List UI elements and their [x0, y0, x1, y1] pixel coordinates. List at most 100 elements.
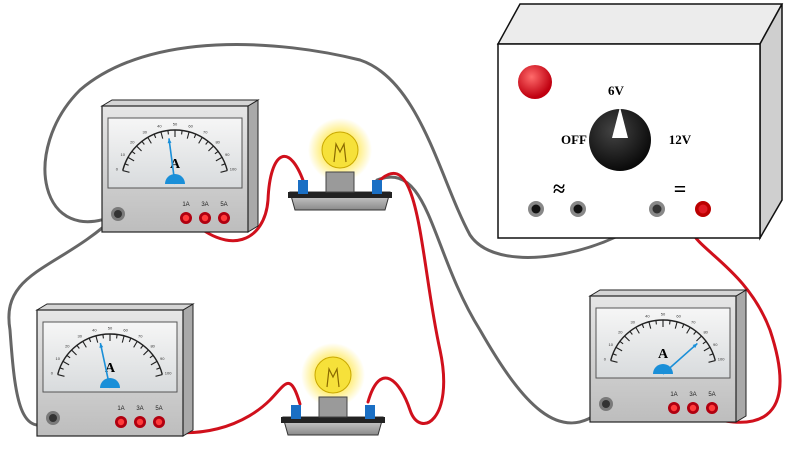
terminal-3a[interactable] [199, 212, 211, 224]
scale-label: 0 [51, 371, 54, 376]
range-label-3a: 3A [689, 392, 696, 398]
terminal-5a[interactable] [153, 416, 165, 428]
scale-tick [141, 140, 145, 145]
scale-label: 70 [691, 320, 696, 325]
gray-wire-top-loop [43, 43, 659, 259]
scale-tick [155, 374, 163, 377]
scale-tick [147, 137, 152, 144]
scale-tick [669, 320, 671, 325]
scale-label: 100 [718, 357, 725, 362]
scale-label: 50 [661, 312, 666, 317]
scale-label: 60 [123, 328, 128, 333]
scale-label: 100 [230, 167, 237, 172]
terminal-1a[interactable] [180, 212, 192, 224]
red-wire-bulb-bulb [366, 172, 446, 425]
scale-label: 80 [150, 343, 155, 348]
scale-label: 30 [143, 130, 148, 135]
scale-tick [57, 374, 65, 377]
scale-tick [160, 131, 164, 139]
scale-label: 80 [703, 329, 708, 334]
bulb-bottom [281, 343, 385, 436]
scale-tick [702, 341, 707, 345]
scale-tick [62, 360, 70, 366]
scale-tick [709, 353, 714, 356]
range-label-5a: 5A [220, 202, 227, 208]
terminal-1a[interactable] [115, 416, 127, 428]
scale-tick [655, 320, 657, 325]
bulb-top [288, 118, 392, 211]
terminal-5a[interactable] [706, 402, 718, 414]
scale-label: 20 [618, 329, 623, 334]
terminal-3a[interactable] [687, 402, 699, 414]
needle [168, 138, 176, 185]
scale-label: 10 [609, 342, 614, 347]
dc-positive-terminal[interactable] [695, 201, 711, 217]
terminal-1a[interactable] [668, 402, 680, 414]
gray-wire-to-right-meter [375, 175, 607, 425]
terminal-5a[interactable] [218, 212, 230, 224]
scale-label: 70 [203, 130, 208, 135]
dc-negative-terminal[interactable] [649, 201, 665, 217]
scale-tick [88, 337, 92, 343]
scale-label: 80 [215, 139, 220, 144]
scale-label: 30 [631, 320, 636, 325]
needle [662, 342, 698, 375]
needle-tip [99, 343, 104, 348]
dc-symbol: = [674, 176, 687, 201]
terminal-3a[interactable] [134, 416, 146, 428]
scale-label: 60 [188, 124, 193, 129]
scale-tick [121, 335, 125, 343]
scale-tick [193, 133, 197, 139]
scale-tick [629, 330, 633, 335]
scale-tick [703, 346, 711, 352]
scale-tick [198, 137, 203, 144]
voltage-knob[interactable] [589, 107, 651, 171]
gray-wire-left-link [7, 212, 120, 427]
common-terminal[interactable] [111, 207, 125, 221]
power-supply: 6V OFF 12V ≈ = [496, 3, 784, 241]
scale-tick [150, 360, 158, 366]
label-6v: 6V [608, 83, 625, 98]
scale-tick [641, 323, 645, 329]
needle-pivot [653, 364, 673, 374]
scale-tick [674, 321, 678, 329]
scale-tick [693, 330, 697, 335]
scale-label: 40 [645, 314, 650, 319]
scale-label: 20 [130, 139, 135, 144]
range-label-3a: 3A [201, 202, 208, 208]
scale-label: 90 [713, 342, 718, 347]
ac-symbol: ≈ [553, 176, 565, 201]
scale-tick [71, 349, 77, 356]
scale-tick [615, 346, 623, 352]
common-terminal[interactable] [46, 411, 60, 425]
scale-label: 100 [165, 371, 172, 376]
scale-label: 30 [78, 334, 83, 339]
scale-tick [122, 170, 130, 173]
scale-label: 40 [157, 124, 162, 129]
scale-tick [149, 355, 154, 359]
scale-tick [95, 335, 99, 343]
scale-tick [143, 349, 149, 356]
scale-label: 10 [121, 152, 126, 157]
scale-label: 0 [604, 357, 607, 362]
scale-tick [696, 335, 702, 342]
scale-tick [215, 156, 223, 162]
unit-label: A [170, 157, 181, 172]
scale-tick [82, 341, 87, 348]
ac-terminal-1[interactable] [528, 201, 544, 217]
scale-tick [116, 334, 118, 339]
ac-terminal-2[interactable] [570, 201, 586, 217]
scale-tick [208, 145, 214, 152]
scale-tick [66, 355, 71, 359]
unit-label: A [658, 347, 669, 362]
scale-tick [156, 367, 161, 370]
range-label-1a: 1A [670, 392, 677, 398]
scale-tick [102, 334, 104, 339]
common-terminal[interactable] [599, 397, 613, 411]
range-label-1a: 1A [117, 406, 124, 412]
label-off: OFF [561, 132, 587, 147]
scale-tick [648, 321, 652, 329]
